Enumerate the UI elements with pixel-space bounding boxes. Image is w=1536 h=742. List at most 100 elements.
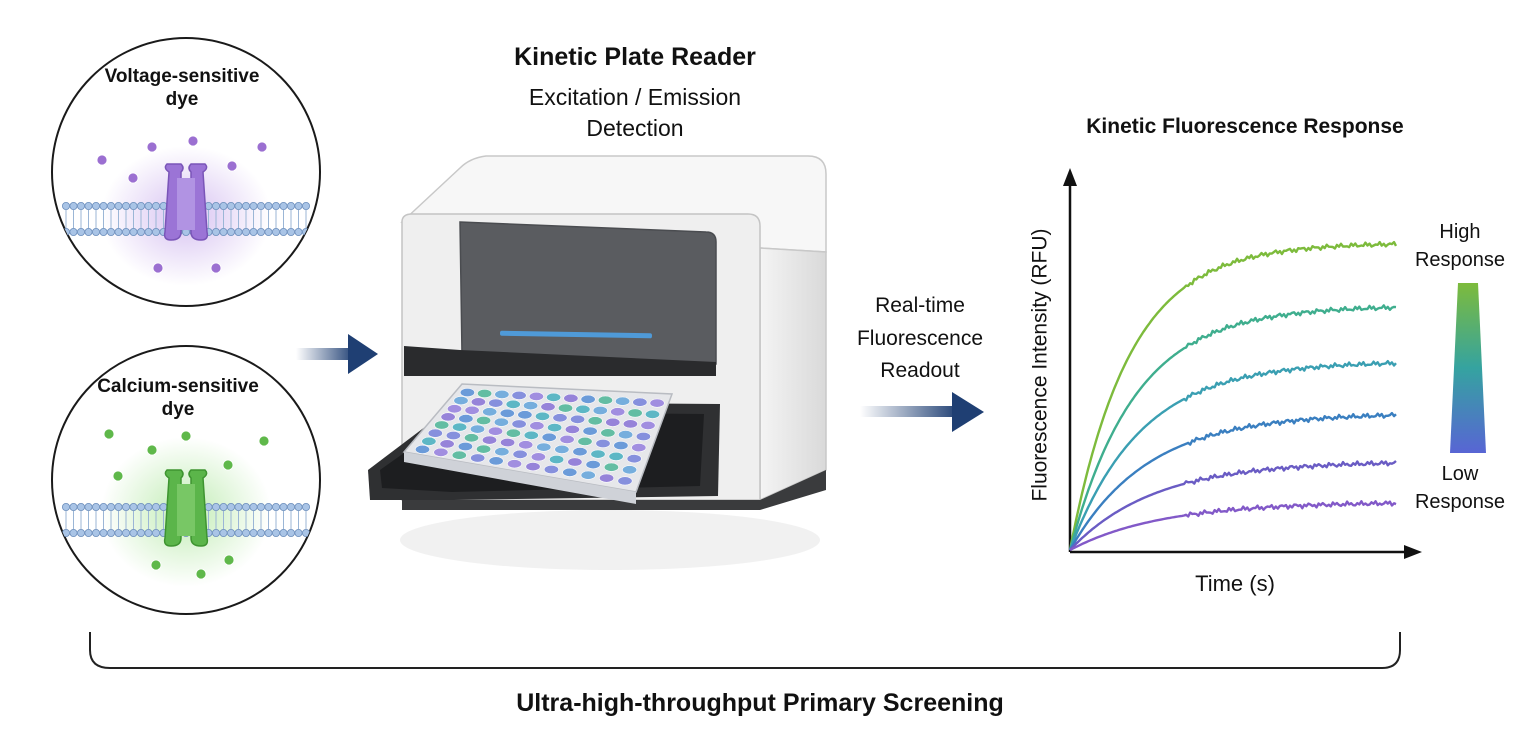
dye-molecule-icon [146, 141, 158, 153]
well [453, 396, 469, 406]
well [421, 436, 437, 446]
plate-reader-title: Kinetic Plate Reader [514, 43, 756, 71]
well [575, 404, 591, 414]
well [493, 417, 509, 427]
plate-reader-subtitle: Excitation / Emission Detection [528, 84, 742, 142]
well [554, 444, 570, 454]
kinetic-curve [1068, 240, 1398, 551]
well [649, 398, 665, 408]
well [481, 435, 497, 445]
dye-molecule-icon [187, 135, 199, 147]
well [536, 442, 552, 452]
screening-bracket [89, 632, 1401, 669]
series-layer [1068, 240, 1398, 552]
dye-molecule-icon [256, 141, 268, 153]
dye-molecule-icon [127, 172, 139, 184]
well [600, 428, 616, 438]
x-axis-label: Time (s) [1195, 571, 1275, 596]
dye-molecule-icon [226, 160, 238, 172]
well [622, 419, 638, 429]
well [469, 424, 485, 434]
footer-label: Ultra-high-throughput Primary Screening [516, 689, 1004, 717]
well [617, 476, 633, 486]
y-axis-arrow-icon [1063, 168, 1077, 186]
x-axis-arrow-icon [1404, 545, 1422, 559]
well [582, 426, 598, 436]
dye-molecule-icon [152, 262, 164, 274]
well [626, 454, 642, 464]
well [534, 411, 550, 421]
dye-molecule-icon [150, 559, 162, 571]
well [585, 460, 601, 470]
kinetic-curve [1068, 304, 1397, 551]
well [580, 394, 596, 404]
well [457, 441, 473, 451]
well [570, 414, 586, 424]
well [505, 399, 521, 409]
well [528, 391, 544, 401]
well [500, 437, 516, 447]
well [499, 408, 515, 418]
well [433, 447, 449, 457]
well [530, 452, 546, 462]
well [644, 409, 660, 419]
well [511, 390, 527, 400]
well [631, 443, 647, 453]
well [547, 423, 563, 433]
well [463, 433, 479, 443]
dye-molecule-icon [222, 459, 234, 471]
dye-molecule-icon [210, 262, 222, 274]
well [595, 438, 611, 448]
well [603, 462, 619, 472]
well [464, 405, 480, 415]
microplate-wells [414, 387, 665, 486]
well [627, 408, 643, 418]
voltage-dye-panel [51, 37, 321, 307]
kinetic-curve [1069, 460, 1397, 551]
well [459, 387, 475, 397]
well [446, 404, 462, 414]
well [427, 428, 443, 438]
well [523, 430, 539, 440]
readout-arrow-label: Real-time Fluorescence Readout [856, 294, 984, 383]
well [599, 473, 615, 483]
well [590, 449, 606, 459]
well [546, 392, 562, 402]
well [488, 456, 504, 466]
well [640, 420, 656, 430]
kinetic-chart [1063, 168, 1486, 559]
well [434, 420, 450, 430]
well [567, 457, 583, 467]
dye-molecule-icon [146, 444, 158, 456]
well [615, 396, 631, 406]
well [572, 447, 588, 457]
well [540, 402, 556, 412]
well [440, 412, 456, 422]
well [488, 398, 504, 408]
well [451, 450, 467, 460]
readout-arrow-icon [860, 392, 984, 432]
well [608, 451, 624, 461]
well [470, 397, 486, 407]
dye-molecule-icon [103, 428, 115, 440]
well [577, 436, 593, 446]
well [541, 432, 557, 442]
well [494, 389, 510, 399]
well [587, 416, 603, 426]
well [476, 415, 492, 425]
well [458, 414, 474, 424]
well [592, 405, 608, 415]
well [549, 454, 565, 464]
well [414, 444, 430, 454]
well [511, 419, 527, 429]
calcium-dye-panel [51, 345, 321, 615]
legend-low-label: Low Response [1414, 463, 1506, 513]
dye-molecules [96, 135, 268, 274]
well [523, 401, 539, 411]
well [452, 422, 468, 432]
well [605, 417, 621, 427]
well [580, 470, 596, 480]
well [476, 444, 492, 454]
well [482, 407, 498, 417]
